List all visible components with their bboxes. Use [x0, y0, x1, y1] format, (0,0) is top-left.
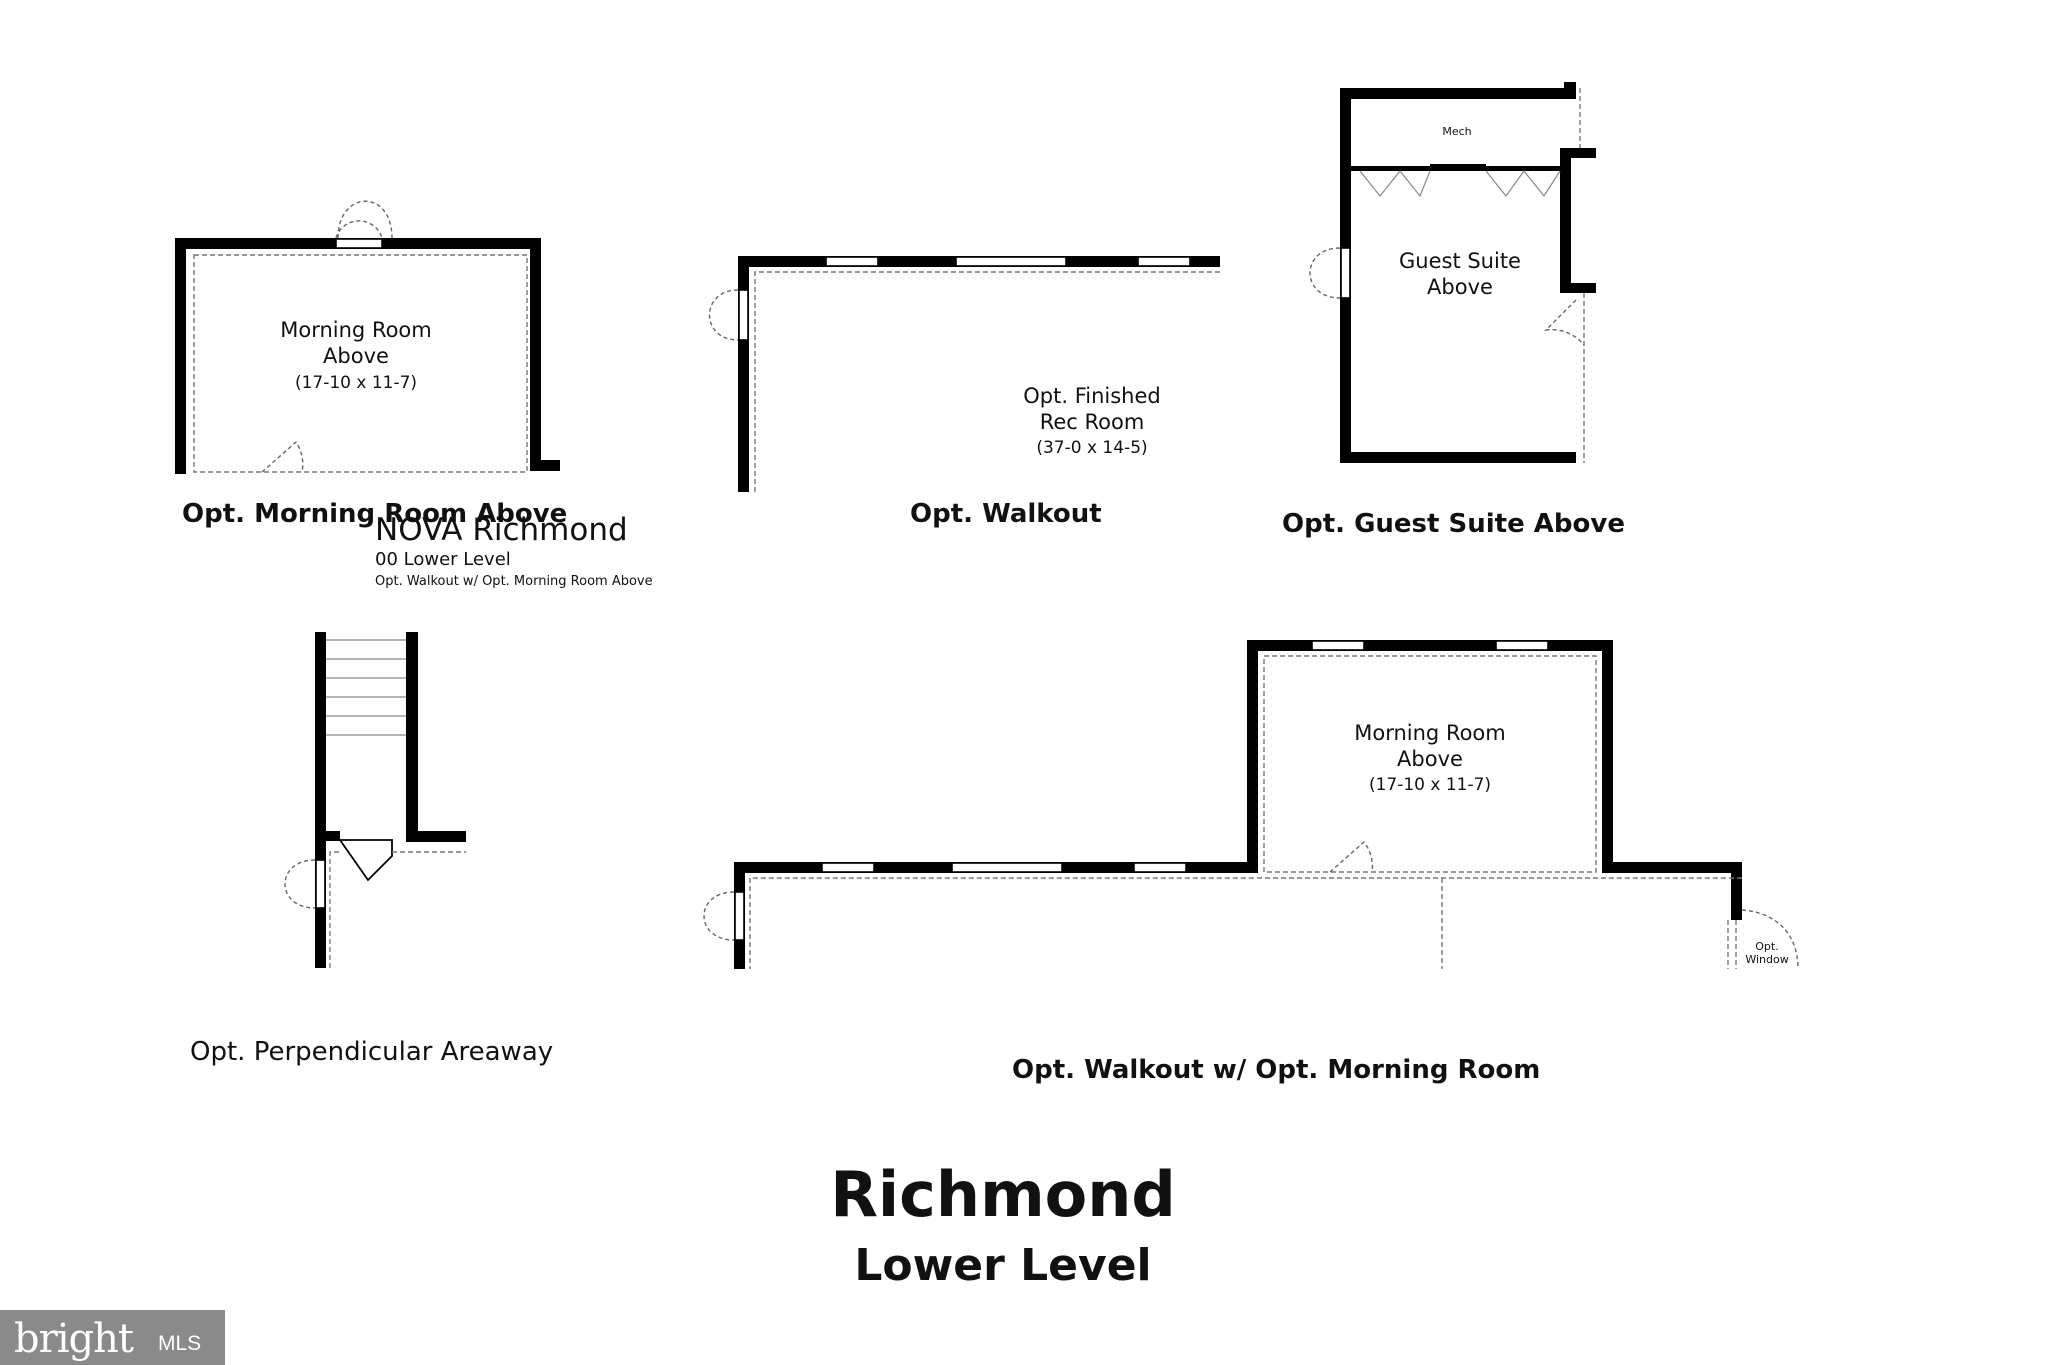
model-title: Richmond: [830, 1158, 1176, 1231]
level-subtitle: Lower Level: [854, 1240, 1151, 1291]
opt-window-label: Opt.: [1755, 940, 1778, 953]
watermark-suffix: MLS: [158, 1332, 202, 1355]
opt-window-label-2: Window: [1745, 953, 1788, 966]
plan-overlay-label: NOVA Richmond 00 Lower Level Opt. Walkou…: [375, 512, 653, 589]
title-block: Richmond Lower Level: [830, 1158, 1176, 1291]
walkout-plan: Opt. Finished Rec Room (37-0 x 14-5) Opt…: [708, 256, 1220, 529]
walkout-caption: Opt. Walkout: [910, 499, 1102, 529]
walkout-morning-caption: Opt. Walkout w/ Opt. Morning Room: [1012, 1055, 1540, 1085]
watermark-brand: bright: [14, 1316, 134, 1362]
guest-suite-plan: Mech Guest Suite Above Opt. Guest Suite …: [1282, 82, 1625, 539]
walkout-morning-room-above: Above: [1397, 747, 1463, 771]
walkout-morning-plan: Morning Room Above (17-10 x 11-7) Opt. W…: [703, 640, 1799, 1085]
nova-level: 00 Lower Level: [375, 549, 511, 570]
guest-suite-above: Above: [1427, 275, 1493, 299]
rec-room-name-2: Rec Room: [1040, 410, 1145, 434]
guest-suite-caption: Opt. Guest Suite Above: [1282, 509, 1625, 539]
walkout-morning-room-dims: (17-10 x 11-7): [1369, 775, 1491, 795]
morning-room-name: Morning Room: [280, 318, 432, 342]
nova-option-note: Opt. Walkout w/ Opt. Morning Room Above: [375, 574, 653, 589]
bright-mls-watermark: bright MLS: [0, 1310, 225, 1365]
stair-treads: [326, 639, 406, 736]
mech-label: Mech: [1442, 125, 1471, 138]
rec-room-name: Opt. Finished: [1023, 384, 1160, 408]
morning-room-caption: Opt. Morning Room Above: [182, 499, 567, 529]
morning-room-dims: (17-10 x 11-7): [295, 373, 417, 393]
areaway-caption: Opt. Perpendicular Areaway: [190, 1037, 553, 1067]
nova-title: NOVA Richmond: [375, 512, 628, 548]
areaway-plan: Opt. Perpendicular Areaway: [190, 632, 553, 1067]
rec-room-dims: (37-0 x 14-5): [1036, 438, 1147, 458]
morning-room-plan: Morning Room Above (17-10 x 11-7) Opt. M…: [175, 200, 567, 529]
morning-room-above: Above: [323, 344, 389, 368]
guest-suite-name: Guest Suite: [1399, 249, 1521, 273]
walkout-morning-room-name: Morning Room: [1354, 721, 1506, 745]
